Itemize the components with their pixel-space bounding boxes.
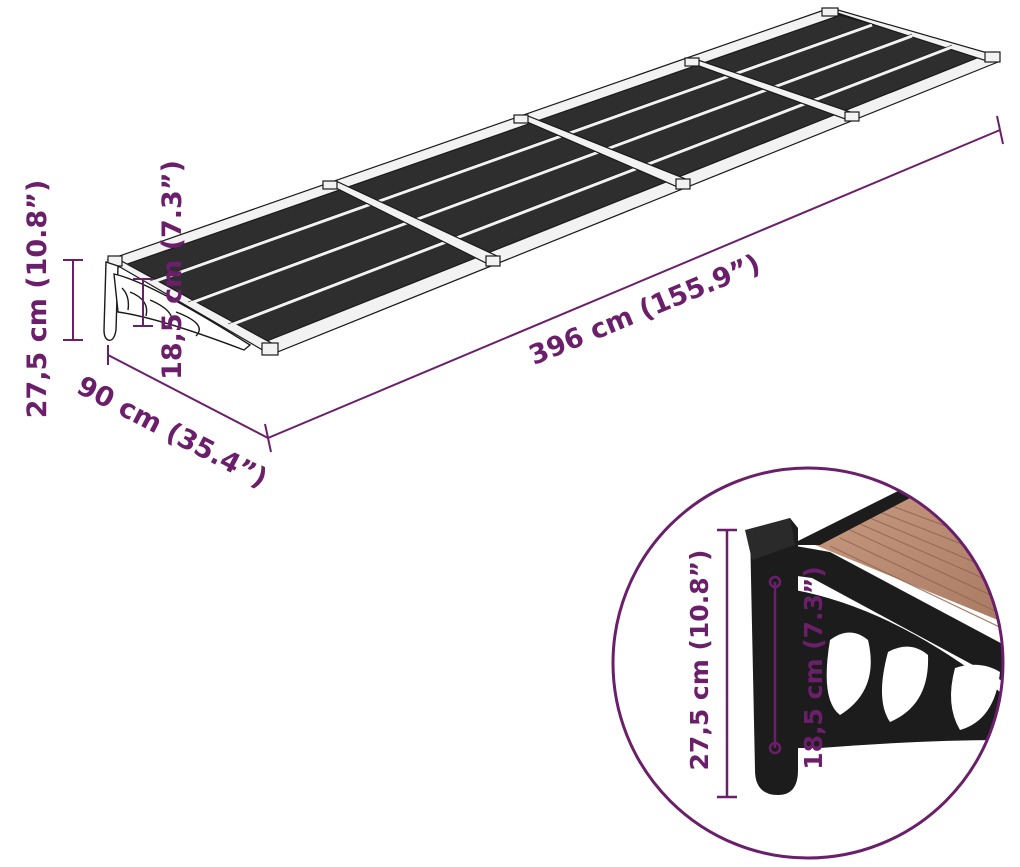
bracket-height-label: 18,5 cm (7.3”) (157, 160, 188, 380)
canopy-illustration (103, 7, 1001, 356)
panel-rib-outlines (149, 22, 953, 325)
detail-dimension-lines (717, 528, 782, 799)
depth-dimension-line (107, 354, 269, 439)
detail-bracket-height-label: 18,5 cm (7.3”) (799, 566, 828, 770)
panel-ribs (149, 23, 953, 328)
canopy-panel (109, 10, 999, 352)
length-label: 396 cm (155.9”) (525, 249, 765, 372)
detail-frame-top (790, 490, 1003, 545)
length-dimension-line (267, 129, 1001, 439)
detail-frame-front (790, 545, 1003, 685)
detail-circle-border (611, 466, 1005, 860)
dimension-lines (63, 115, 1004, 453)
wall-brackets (103, 261, 252, 351)
detail-height-label: 27,5 cm (10.8”) (685, 550, 714, 771)
height-label: 27,5 cm (10.8”) (22, 180, 53, 419)
bracket-detail-view: 27,5 cm (10.8”) 18,5 cm (7.3”) (611, 466, 1005, 860)
